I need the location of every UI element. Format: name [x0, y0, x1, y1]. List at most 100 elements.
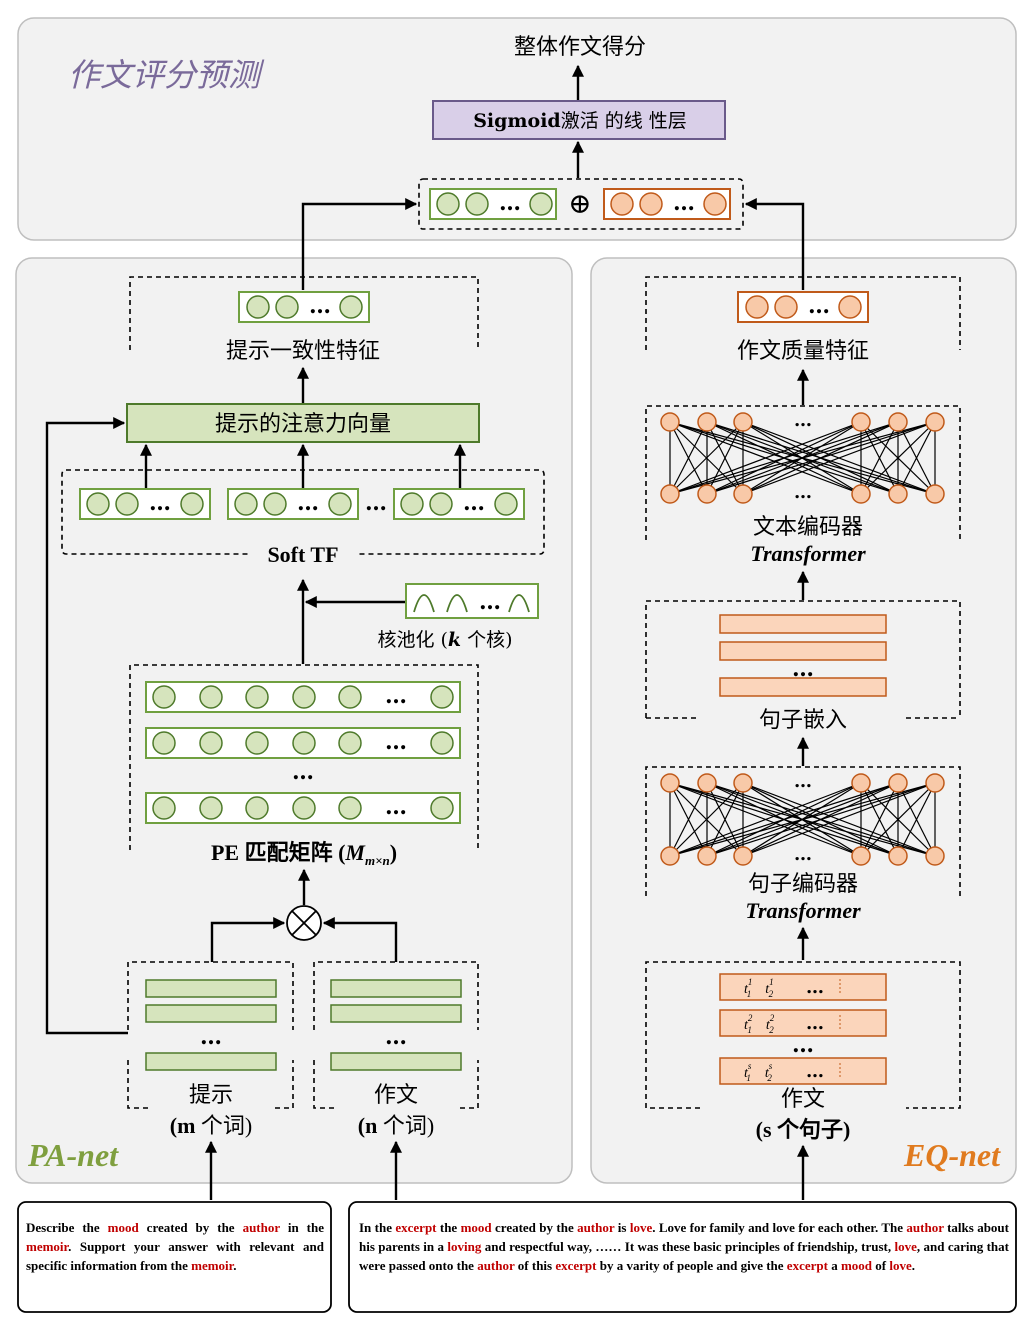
net-node [660, 412, 680, 432]
essay-embed-container [313, 961, 479, 1109]
essay-text-box [348, 1201, 1017, 1313]
vector-dots: … [808, 293, 830, 319]
arrow-prompt-to-multiply [210, 917, 286, 962]
net-node [697, 484, 717, 504]
sentence-embed-label: 句子嵌入 [759, 708, 847, 733]
match-matrix-container [129, 664, 479, 850]
match-row: … [145, 727, 461, 759]
net-node [733, 484, 753, 504]
net-node [660, 484, 680, 504]
net-node [733, 412, 753, 432]
kernel-curve [413, 594, 435, 613]
pa-essay-label: 作文 [374, 1083, 418, 1108]
vector-circle [436, 192, 460, 216]
svg-text:…: … [385, 794, 407, 820]
prompt-word-bar [145, 1004, 277, 1023]
token-row-dots: … [806, 977, 824, 998]
net-node [851, 484, 871, 504]
net-connection [669, 782, 744, 857]
text-span: , and caring that were passed onto the [359, 1239, 1009, 1273]
text-span: created by the [138, 1220, 243, 1235]
net-node [660, 773, 680, 793]
net-node [851, 773, 871, 793]
text-span: of this [514, 1258, 556, 1273]
vector-circle [703, 192, 727, 216]
net-node [697, 773, 717, 793]
multiply-x [291, 910, 317, 936]
keyword-highlight: love [629, 1220, 653, 1235]
vector-dots: … [499, 190, 521, 216]
net-node [660, 846, 680, 866]
essay-word-bar [330, 1052, 462, 1071]
concat-symbol: ⊕ [568, 187, 591, 220]
net-connection [742, 421, 936, 495]
prompt-text: Describe the mood created by the author … [26, 1218, 324, 1275]
keyword-highlight: mood [840, 1258, 872, 1273]
eq-net-title: EQ-net [903, 1137, 1001, 1173]
vector-circle [275, 295, 299, 319]
sentence-embed-container [645, 600, 961, 719]
doc-encoder-container [645, 405, 961, 540]
sentence-encoder-label: 句子编码器 [748, 872, 858, 897]
token-row-dots: … [806, 1013, 824, 1034]
doc-transformer-label: Transformer [750, 541, 866, 566]
vector-circle [86, 492, 110, 516]
output-label: 整体作文得分 [514, 35, 646, 60]
essay-word-bar [330, 1004, 462, 1023]
text-span: the [436, 1220, 461, 1235]
net-connection [860, 782, 936, 857]
svg-text:…: … [385, 729, 407, 755]
net-connection [669, 782, 862, 857]
net-node [733, 846, 753, 866]
match-rows-dots: … [292, 759, 314, 785]
pa-net-title: PA-net [27, 1137, 119, 1173]
essay-text-fo: In the excerpt the mood created by the a… [359, 1218, 1009, 1275]
pa-essay-count-label: (n 个词) [358, 1113, 434, 1138]
net-node [925, 484, 945, 504]
linear-layer-label: Sigmoid激活 的线 性层 [473, 110, 687, 132]
net-dots: … [794, 771, 812, 792]
keyword-highlight: author [242, 1220, 280, 1235]
match-row: … [145, 792, 461, 824]
keyword-highlight: excerpt [555, 1258, 597, 1273]
linear-layer-box [432, 100, 726, 140]
text-span: by a varity of people and give the [596, 1258, 787, 1273]
token-row-dots: … [806, 1061, 824, 1082]
softtf-dots: … [365, 490, 387, 516]
net-connection [669, 421, 936, 495]
sentence-embed-bar [719, 641, 887, 661]
keyword-highlight: author [477, 1258, 515, 1273]
text-span: Describe the [26, 1220, 108, 1235]
top-panel-title: 作文评分预测 [68, 56, 265, 94]
vector-dots: … [309, 293, 331, 319]
essay-text: In the excerpt the mood created by the a… [359, 1218, 1009, 1275]
vector-circle [263, 492, 287, 516]
net-node [851, 846, 871, 866]
prompt-label: 提示 [189, 1083, 233, 1108]
match-matrix-label: PE 匹配矩阵 (Mm×n) [211, 840, 397, 868]
text-span: and respectful way, …… It was these basi… [481, 1239, 895, 1254]
net-dots: … [794, 844, 812, 865]
net-node [888, 484, 908, 504]
vector-circle [610, 192, 634, 216]
eq-essay-count-label: (s 个句子) [756, 1117, 851, 1142]
concat-container [418, 178, 744, 230]
vector-circle [529, 192, 553, 216]
token-rows-dots: … [792, 1032, 814, 1058]
net-node [888, 412, 908, 432]
net-dots: … [794, 482, 812, 503]
doc-encoder-network: …… [660, 410, 945, 504]
vector-dots: … [149, 490, 171, 516]
keyword-highlight: loving [447, 1239, 482, 1254]
vector-circle [774, 295, 798, 319]
keyword-highlight: mood [107, 1220, 139, 1235]
text-span: . [911, 1258, 915, 1273]
sentence-transformer-label: Transformer [745, 898, 861, 923]
text-span: created by the [491, 1220, 578, 1235]
net-dots: … [794, 410, 812, 431]
token-container [645, 961, 961, 1109]
vector-dots: … [297, 490, 319, 516]
